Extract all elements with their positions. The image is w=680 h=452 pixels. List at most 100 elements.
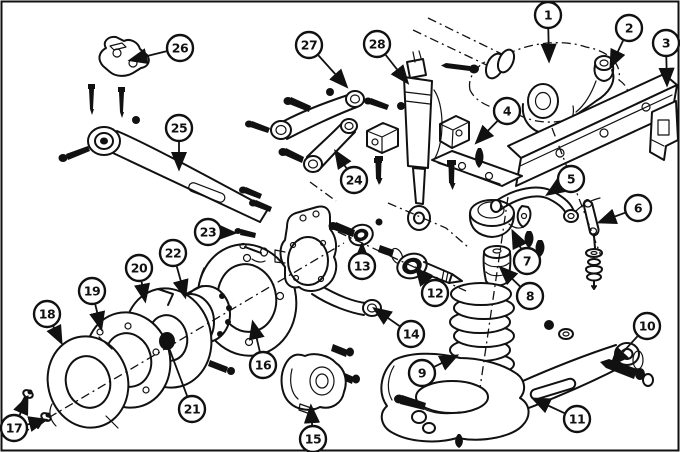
callout-23-label: 23 bbox=[200, 225, 216, 240]
callout-22-circle bbox=[158, 238, 188, 268]
callout-5-circle bbox=[556, 164, 586, 194]
part-brake-caliper bbox=[280, 344, 360, 416]
callout-6-leader bbox=[596, 208, 626, 224]
part-stabilizer-bar bbox=[490, 186, 603, 290]
callout-20-leader bbox=[134, 281, 150, 304]
callout-25-label: 25 bbox=[171, 121, 187, 136]
callout-1-leader bbox=[540, 28, 557, 64]
callout-27-circle bbox=[294, 30, 324, 60]
callout-4-leader bbox=[474, 120, 498, 145]
part-spring-seat bbox=[468, 199, 524, 238]
callout-15-leader bbox=[303, 403, 321, 426]
callout-18-label: 18 bbox=[39, 307, 55, 322]
callout-25-circle bbox=[164, 113, 194, 143]
callout-20-circle bbox=[124, 253, 154, 283]
callout-21-circle bbox=[177, 394, 207, 424]
callout-6-circle bbox=[623, 193, 653, 223]
callout-17-circle bbox=[0, 413, 29, 443]
callout-10-label: 10 bbox=[639, 319, 656, 334]
part-rotor-18 bbox=[46, 335, 130, 429]
part-pivot-bolt-10 bbox=[600, 359, 654, 387]
callout-26-circle bbox=[165, 33, 195, 63]
callout-7-label: 7 bbox=[523, 254, 531, 269]
callout-15-circle bbox=[298, 424, 328, 452]
callout-21-label: 21 bbox=[184, 402, 200, 417]
callout-11-label: 11 bbox=[569, 412, 585, 427]
part-upper-arms bbox=[270, 88, 399, 185]
callout-12-label: 12 bbox=[427, 286, 443, 301]
callout-10-leader bbox=[609, 335, 639, 367]
callout-13-circle bbox=[347, 251, 377, 281]
callout-9-label: 9 bbox=[418, 366, 426, 381]
callout-20-label: 20 bbox=[131, 261, 148, 276]
callout-14-label: 14 bbox=[403, 327, 420, 342]
callout-3-circle bbox=[651, 28, 680, 58]
callout-8-circle bbox=[515, 281, 545, 311]
callout-1-label: 1 bbox=[544, 8, 552, 23]
part-spindle-12 bbox=[378, 245, 463, 284]
callout-28-label: 28 bbox=[369, 37, 385, 52]
callout-2-label: 2 bbox=[625, 21, 633, 36]
part-upper-arm-25 bbox=[58, 116, 272, 223]
callout-2-leader bbox=[609, 40, 626, 70]
callout-28-leader bbox=[384, 54, 410, 85]
part-knuckle bbox=[274, 205, 382, 317]
callout-9-leader bbox=[434, 354, 460, 371]
callout-27-leader bbox=[317, 54, 349, 89]
callout-26-label: 26 bbox=[172, 41, 189, 56]
callout-18-circle bbox=[32, 299, 62, 329]
callout-2-circle bbox=[614, 13, 644, 43]
callout-27-label: 27 bbox=[301, 38, 317, 53]
callout-14-leader bbox=[372, 306, 401, 327]
callout-16-leader bbox=[248, 319, 265, 352]
callout-13-label: 13 bbox=[354, 259, 370, 274]
callout-9-circle bbox=[407, 358, 437, 388]
part-coil-spring bbox=[449, 282, 515, 390]
callout-17-leader bbox=[27, 416, 49, 432]
callout-22-label: 22 bbox=[165, 246, 181, 261]
callout-12-leader bbox=[414, 266, 434, 287]
callout-7-leader bbox=[511, 228, 528, 251]
callout-24-label: 24 bbox=[346, 173, 363, 188]
callout-23-circle bbox=[193, 217, 223, 247]
callout-5-leader bbox=[544, 178, 566, 196]
callout-11-leader bbox=[530, 397, 565, 414]
callout-3-leader bbox=[658, 56, 675, 88]
callout-19-leader bbox=[89, 304, 106, 332]
callout-8-label: 8 bbox=[526, 289, 534, 304]
callout-16-label: 16 bbox=[255, 358, 272, 373]
callout-23-leader bbox=[217, 224, 238, 241]
callout-19-label: 19 bbox=[84, 284, 100, 299]
callout-14-circle bbox=[396, 319, 426, 349]
callout-6-label: 6 bbox=[634, 201, 643, 216]
part-frame-bracket bbox=[88, 35, 150, 118]
callout-18-leader bbox=[46, 323, 63, 346]
part-crossmember bbox=[375, 73, 679, 190]
callout-5-label: 5 bbox=[567, 172, 575, 187]
callout-17-label: 17 bbox=[6, 421, 22, 436]
part-small-bolt bbox=[208, 360, 235, 375]
callout-21-leader bbox=[168, 347, 188, 397]
callout-15-label: 15 bbox=[305, 432, 321, 447]
callout-4-circle bbox=[492, 96, 522, 126]
callout-26-leader bbox=[127, 48, 167, 64]
callout-4-label: 4 bbox=[503, 104, 512, 119]
callout-12-circle bbox=[420, 278, 450, 308]
callout-19-circle bbox=[77, 276, 107, 306]
callout-1-circle bbox=[533, 0, 563, 30]
part-jounce-bumper bbox=[482, 245, 512, 287]
part-nut bbox=[544, 320, 554, 330]
callout-7-circle bbox=[512, 246, 542, 276]
callout-16-circle bbox=[248, 350, 278, 380]
callout-10-circle bbox=[632, 311, 662, 341]
callout-28-circle bbox=[362, 29, 392, 59]
callout-11-circle bbox=[562, 404, 592, 434]
callout-17-leader bbox=[13, 394, 29, 417]
callout-22-leader bbox=[172, 266, 189, 300]
callout-3-label: 3 bbox=[662, 36, 670, 51]
